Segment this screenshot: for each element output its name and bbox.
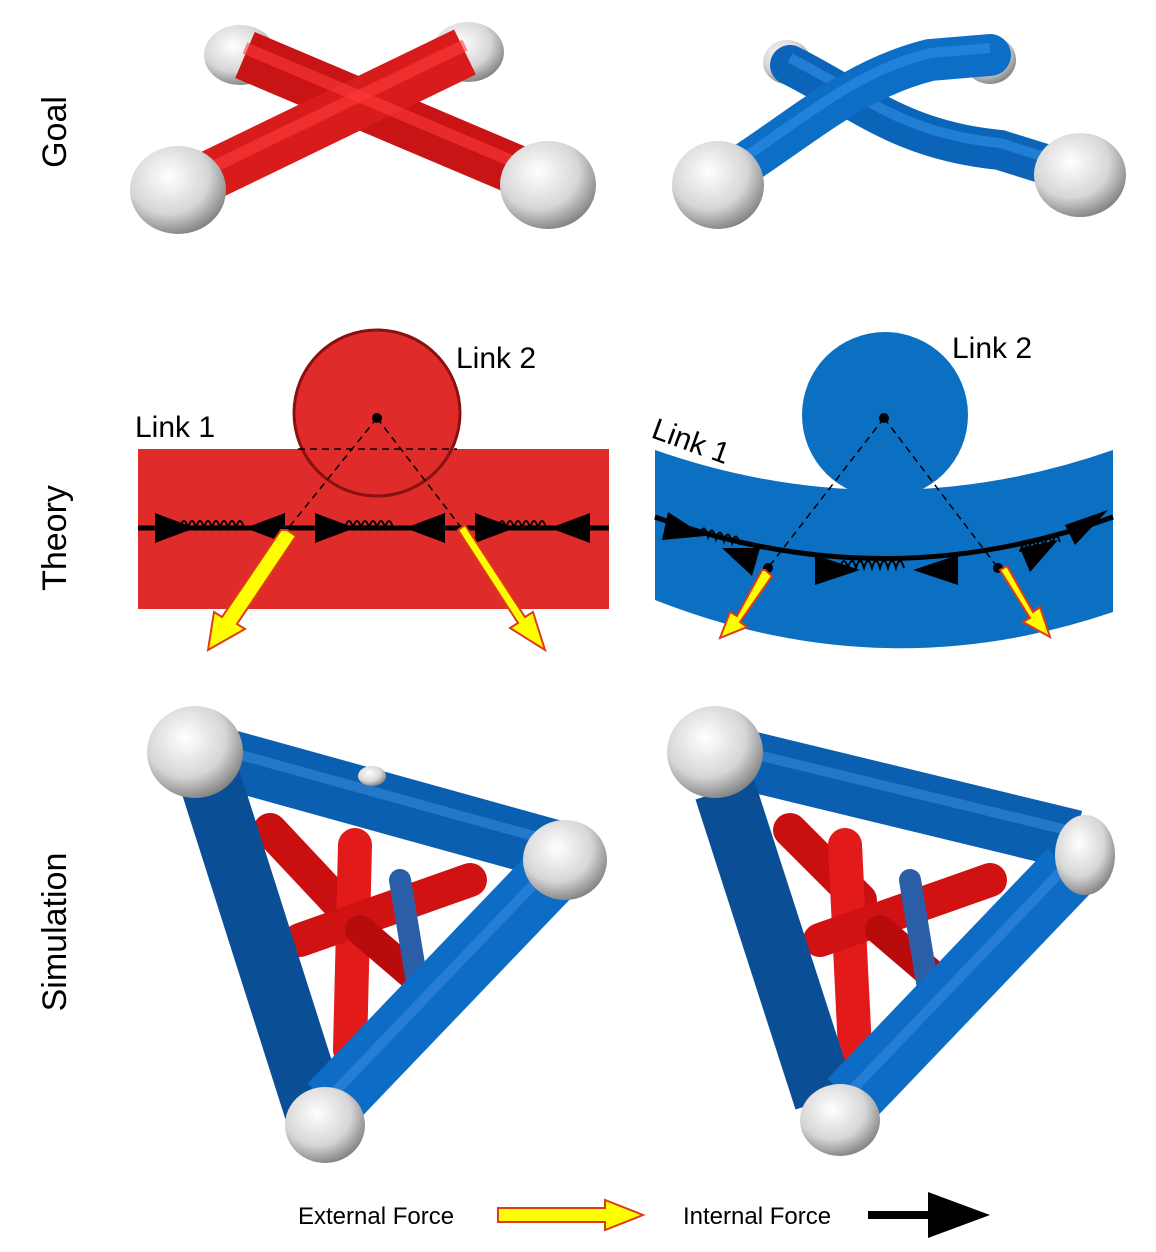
simulation-right-sphere-bottom bbox=[800, 1084, 880, 1156]
goal-right-blue-cross bbox=[672, 34, 1126, 229]
theory-right-link1-body bbox=[655, 450, 1113, 649]
goal-right-tube-a bbox=[770, 45, 1100, 195]
goal-left-sphere-br bbox=[500, 141, 596, 229]
theory-right-external-arrow-2 bbox=[998, 564, 1052, 640]
goal-left-tube-a bbox=[235, 31, 555, 206]
theory-right-panel: Link 1 Link 2 bbox=[648, 332, 1114, 649]
simulation-right-sphere-top bbox=[667, 706, 763, 798]
simulation-left-sphere-top bbox=[147, 706, 243, 798]
goal-left-sphere-bl bbox=[130, 146, 226, 234]
theory-right-external-arrow-1 bbox=[718, 569, 774, 640]
theory-right-spring-1 bbox=[699, 527, 741, 547]
simulation-right-edge-left bbox=[695, 780, 855, 1110]
legend: External Force Internal Force bbox=[298, 1192, 990, 1238]
theory-left-internal-arrow-2 bbox=[245, 513, 285, 543]
legend-internal-force-label: Internal Force bbox=[683, 1203, 831, 1230]
simulation-right-edge-top bbox=[737, 730, 1083, 870]
theory-left-internal-arrow-3 bbox=[315, 513, 355, 543]
theory-right-link2-label: Link 2 bbox=[952, 332, 1032, 365]
theory-left-link2-label: Link 2 bbox=[456, 342, 536, 375]
theory-left-internal-arrow-6 bbox=[550, 513, 590, 543]
theory-right-internal-arrow-2 bbox=[722, 548, 760, 576]
simulation-left-tetrahedron bbox=[147, 706, 607, 1163]
legend-external-force-label: External Force bbox=[298, 1203, 454, 1230]
theory-right-internal-arrow-4 bbox=[913, 555, 958, 585]
theory-right-internal-arrow-3 bbox=[815, 555, 860, 585]
goal-left-tube-b bbox=[169, 29, 476, 213]
simulation-right-sphere-right bbox=[1055, 815, 1115, 895]
theory-left-internal-arrow-1 bbox=[155, 513, 195, 543]
goal-right-sphere-br bbox=[1034, 133, 1126, 217]
theory-right-spring-2 bbox=[839, 560, 905, 572]
theory-left-internal-arrow-4 bbox=[405, 513, 445, 543]
theory-right-internal-arrow-5 bbox=[1020, 540, 1058, 572]
legend-external-force-arrow bbox=[497, 1198, 646, 1232]
simulation-left-sphere-right bbox=[523, 820, 607, 900]
legend-internal-force-arrow bbox=[928, 1192, 990, 1238]
theory-left-spring-1 bbox=[179, 520, 245, 532]
theory-right-internal-arrow-6 bbox=[1065, 510, 1108, 545]
theory-left-internal-arrow-5 bbox=[475, 513, 515, 543]
goal-right-sphere-bl bbox=[672, 141, 764, 229]
row-label-theory: Theory bbox=[36, 485, 74, 591]
theory-left-link1-label: Link 1 bbox=[135, 411, 215, 444]
goal-left-red-cross bbox=[130, 22, 596, 234]
simulation-left-edge-left bbox=[180, 770, 345, 1120]
theory-left-external-arrow-1 bbox=[206, 529, 298, 652]
theory-left-panel: Link 1 Link 2 bbox=[135, 328, 609, 653]
theory-left-external-arrow-2 bbox=[456, 523, 547, 653]
row-label-simulation: Simulation bbox=[36, 853, 74, 1012]
simulation-left-sphere-bottom bbox=[285, 1087, 365, 1163]
simulation-left-edge-right bbox=[307, 848, 578, 1127]
theory-right-internal-arrow-1 bbox=[662, 512, 705, 540]
simulation-right-edge-right bbox=[827, 848, 1093, 1122]
row-label-goal: Goal bbox=[36, 96, 74, 168]
simulation-right-tetrahedron bbox=[667, 706, 1115, 1156]
simulation-left-edge-top bbox=[221, 731, 564, 879]
